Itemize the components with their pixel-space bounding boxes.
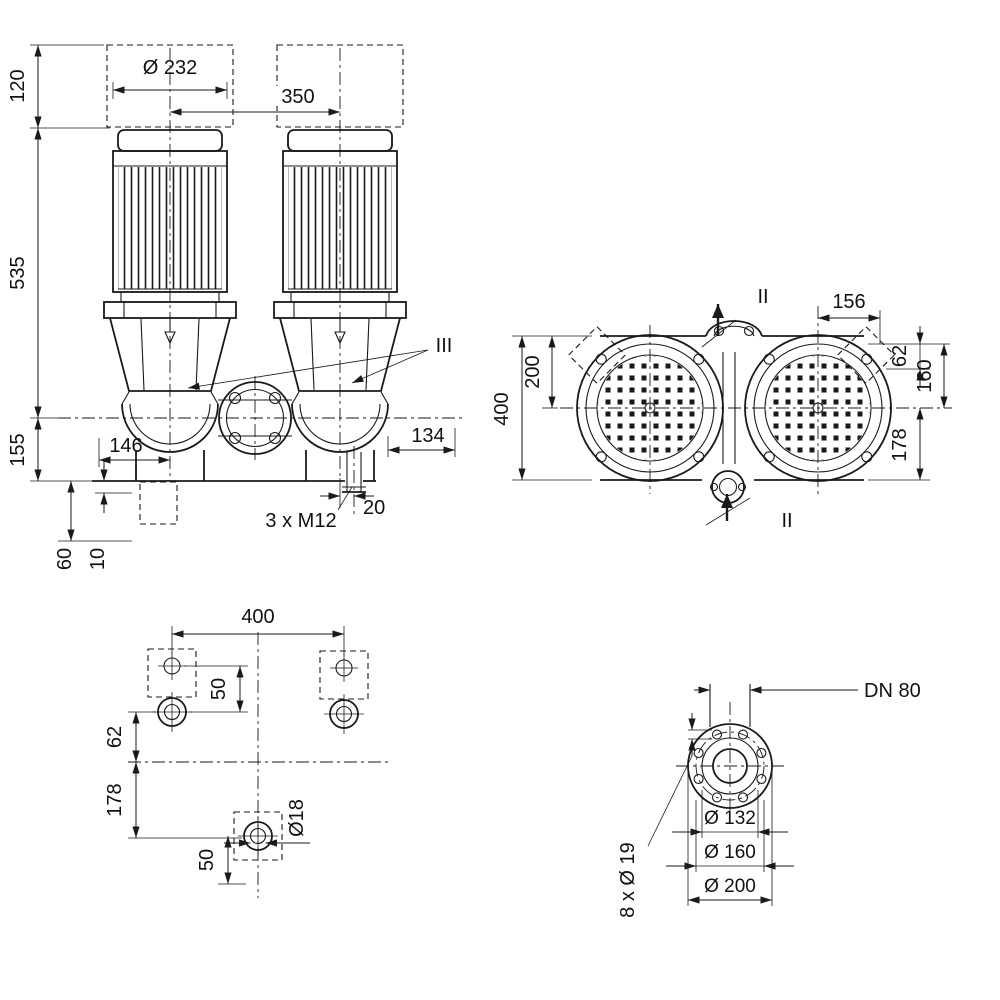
dim-label-50-upper: 50 xyxy=(208,678,230,700)
callout-iii: III xyxy=(187,335,453,390)
dim-label-d232: Ø 232 xyxy=(143,57,197,79)
dim-motor-spacing: 350 xyxy=(170,86,340,116)
dim-d200: Ø 200 xyxy=(687,770,773,906)
dim-62-top-view: 62 xyxy=(868,326,950,387)
right-fan-cover xyxy=(744,334,892,482)
label-8xd19: 8 x Ø 19 xyxy=(617,842,639,918)
bolt-bottom xyxy=(238,816,278,856)
top-view: II II 400 200 156 62 xyxy=(491,286,952,532)
dim-label-d18: Ø18 xyxy=(286,799,308,837)
dim-label-d200: Ø 200 xyxy=(704,876,756,897)
dim-label-400: 400 xyxy=(241,606,274,628)
right-motor xyxy=(273,129,407,392)
dim-label-200: 200 xyxy=(522,355,544,388)
dim-60: 60 xyxy=(54,481,132,570)
dim-10: 10 xyxy=(87,461,132,570)
foot-pad-bottom xyxy=(233,811,283,861)
drain-pipe xyxy=(342,452,366,493)
dim-label-134: 134 xyxy=(411,425,444,447)
dim-label-156: 156 xyxy=(832,291,865,313)
dim-d160: Ø 160 xyxy=(666,800,794,872)
left-motor xyxy=(103,129,237,392)
front-view: Ø 232 350 120 535 155 146 xyxy=(7,44,462,570)
dim-label-50-lower: 50 xyxy=(196,849,218,871)
top-discharge-flange xyxy=(705,320,763,337)
dim-d132: Ø 132 xyxy=(672,790,788,838)
dim-400-foundation: 400 xyxy=(171,606,345,656)
dim-label-146: 146 xyxy=(109,435,142,457)
foundation-block xyxy=(139,481,178,525)
left-fan-cover xyxy=(576,334,724,482)
dim-label-62: 62 xyxy=(104,726,126,748)
dim-label-155: 155 xyxy=(7,433,29,466)
dim-label-160: 160 xyxy=(914,359,936,392)
dim-label-535: 535 xyxy=(7,256,29,289)
dim-20: 20 xyxy=(320,478,385,519)
dim-label-10: 10 xyxy=(87,548,109,570)
dim-label-178: 178 xyxy=(104,783,126,816)
dim-146: 146 xyxy=(98,435,170,467)
dim-535: 535 xyxy=(7,128,58,419)
section-label-bottom: II xyxy=(781,510,792,532)
dim-label-62: 62 xyxy=(889,345,911,367)
callout-label-iii: III xyxy=(436,335,453,357)
dim-dn80: DN 80 xyxy=(694,680,921,702)
foundation-view: 400 50 62 178 50 Ø18 xyxy=(104,606,390,898)
dim-label-178: 178 xyxy=(889,428,911,461)
dim-178-foundation: 178 xyxy=(104,762,242,839)
dim-200: 200 xyxy=(522,336,558,409)
dim-160: 160 xyxy=(914,344,948,408)
anchor-hole-top-left xyxy=(158,652,186,680)
dim-178-top-view: 178 xyxy=(868,408,930,481)
dim-120: 120 xyxy=(7,44,110,129)
callout-3xm12: 3 x M12 xyxy=(265,486,353,532)
anchor-hole-top-right xyxy=(330,654,358,682)
section-label-top: II xyxy=(757,286,768,308)
dim-label-400: 400 xyxy=(491,392,513,425)
dim-label-20: 20 xyxy=(363,497,385,519)
dim-134: 134 xyxy=(387,425,456,457)
label-3xm12: 3 x M12 xyxy=(265,510,336,532)
label-dn80: DN 80 xyxy=(864,680,921,702)
dim-bolt-holes: 8 x Ø 19 xyxy=(617,713,712,918)
dim-label-350: 350 xyxy=(281,86,314,108)
dim-62-foundation: 62 xyxy=(104,711,156,762)
center-port-flange xyxy=(218,381,292,455)
flange-view: DN 80 8 x Ø 19 Ø 132 Ø 160 xyxy=(617,680,921,918)
dim-label-d132: Ø 132 xyxy=(704,808,756,829)
bolt-left xyxy=(152,692,192,732)
bolt-right xyxy=(324,694,364,734)
dim-50-upper: 50 xyxy=(184,665,248,713)
dim-d18: Ø18 xyxy=(224,799,310,847)
dim-label-d160: Ø 160 xyxy=(704,842,756,863)
dim-label-60: 60 xyxy=(54,548,76,570)
dim-156: 156 xyxy=(818,291,881,344)
section-marker-top: II xyxy=(701,286,769,348)
dim-155: 155 xyxy=(7,418,92,482)
section-marker-bottom: II xyxy=(705,494,793,532)
dim-fan-diameter: Ø 232 xyxy=(112,57,228,99)
dim-label-120: 120 xyxy=(7,69,29,102)
flange-face xyxy=(687,723,773,809)
dim-50-lower: 50 xyxy=(196,836,246,885)
